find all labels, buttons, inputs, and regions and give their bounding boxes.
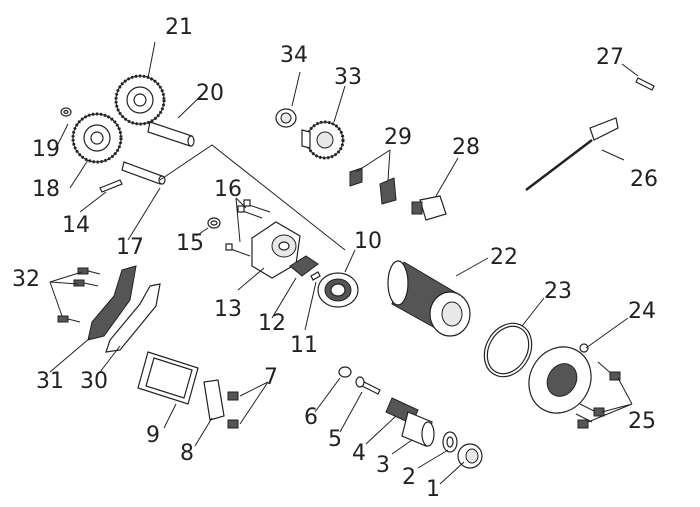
callout-17: 17 <box>116 235 144 260</box>
plate-8 <box>203 379 225 421</box>
callout-20: 20 <box>196 81 224 106</box>
nut-6 <box>338 366 352 378</box>
callout-14: 14 <box>62 213 90 238</box>
filter-22 <box>387 260 471 337</box>
callout-25: 25 <box>628 409 656 434</box>
gear-18 <box>71 112 123 164</box>
callout-16: 16 <box>214 177 242 202</box>
callout-12: 12 <box>258 311 286 336</box>
washer-19 <box>60 107 72 117</box>
callout-24: 24 <box>628 299 656 324</box>
callout-5: 5 <box>328 427 342 452</box>
pump-housing-13 <box>251 221 301 279</box>
callout-27: 27 <box>596 45 624 70</box>
pin-27 <box>635 77 655 91</box>
callout-21: 21 <box>165 15 193 40</box>
callout-32: 32 <box>12 267 40 292</box>
shaft-17 <box>121 161 166 185</box>
rotor-12 <box>289 255 319 277</box>
washer-15 <box>207 217 221 229</box>
callout-3: 3 <box>376 453 390 478</box>
callout-9: 9 <box>146 423 160 448</box>
plate-31 <box>87 265 137 341</box>
clips-29 <box>349 167 397 205</box>
bolt-5 <box>355 376 381 395</box>
callout-28: 28 <box>452 135 480 160</box>
leader-lines <box>49 41 639 485</box>
bolts-7 <box>227 391 239 429</box>
callout-30: 30 <box>80 369 108 394</box>
callout-11: 11 <box>290 333 318 358</box>
gear-21 <box>114 74 166 126</box>
callout-26: 26 <box>630 167 658 192</box>
cover-9 <box>137 351 199 405</box>
pin-14 <box>99 179 123 193</box>
shaft-20 <box>147 121 195 147</box>
callout-19: 19 <box>32 137 60 162</box>
gear-33 <box>301 120 345 160</box>
outer-rotor-10 <box>317 272 359 308</box>
callout-29: 29 <box>384 125 412 150</box>
gasket-30 <box>105 283 161 353</box>
callout-2: 2 <box>402 465 416 490</box>
callout-18: 18 <box>32 177 60 202</box>
leader-17 <box>127 187 161 241</box>
washer-2 <box>442 431 458 453</box>
callout-13: 13 <box>214 297 242 322</box>
callout-33: 33 <box>334 65 362 90</box>
callout-4: 4 <box>352 441 366 466</box>
bearing-34 <box>275 108 297 128</box>
callout-34: 34 <box>280 43 308 68</box>
callout-10: 10 <box>354 229 382 254</box>
callout-23: 23 <box>544 279 572 304</box>
bolts-32 <box>57 267 101 323</box>
callout-8: 8 <box>180 441 194 466</box>
callout-1: 1 <box>426 477 440 502</box>
callouts: 21 20 19 18 14 17 15 16 13 12 11 10 32 3… <box>12 15 658 502</box>
dipstick-26 <box>525 117 619 191</box>
callout-31: 31 <box>36 369 64 394</box>
screws-16 <box>225 199 271 257</box>
sleeve-3 <box>401 411 435 447</box>
bolts-25 <box>575 361 621 429</box>
callout-22: 22 <box>490 245 518 270</box>
pin-11 <box>310 271 321 281</box>
sensor-28 <box>411 195 447 221</box>
callout-7: 7 <box>264 365 278 390</box>
assembly-line-17 <box>159 144 346 251</box>
cover-24 <box>528 343 592 414</box>
callout-15: 15 <box>176 231 204 256</box>
callout-6: 6 <box>304 405 318 430</box>
